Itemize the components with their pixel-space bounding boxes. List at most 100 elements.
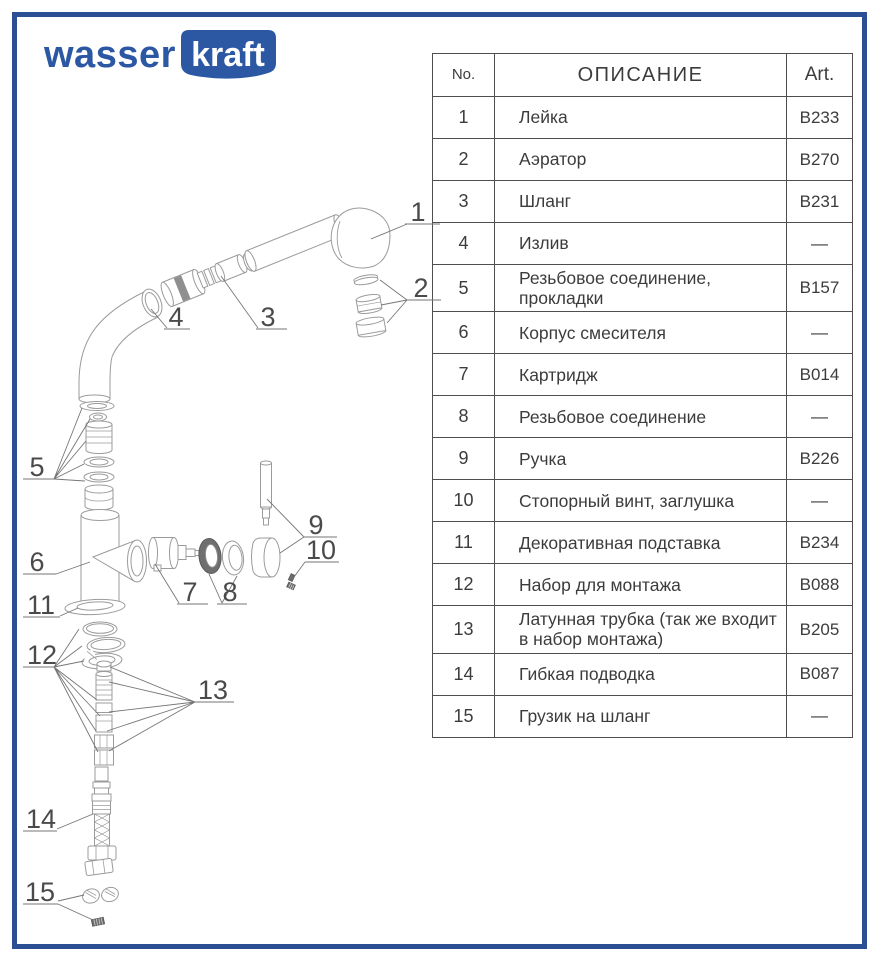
brass-tube-drawing: [94, 660, 114, 766]
logo-kraft-tile: kraft: [180, 30, 276, 79]
cell-no: 9: [432, 437, 495, 481]
logo-text-wasser: wasser: [44, 34, 176, 76]
handle-drawing: [251, 460, 281, 578]
callout-label-12: 12: [27, 640, 57, 670]
cell-no: 3: [432, 180, 495, 223]
cell-description: Излив: [494, 222, 787, 265]
cell-no: 8: [432, 395, 495, 439]
cell-description: Резьбовое соединение, прокладки: [494, 263, 787, 313]
cell-description: Картридж: [494, 353, 787, 397]
leader-lines: [23, 223, 441, 921]
cell-description: Ручка: [494, 437, 787, 481]
callout-label-8: 8: [222, 577, 237, 607]
cell-art: B205: [786, 605, 853, 654]
cell-description: Стопорный винт, заглушка: [494, 479, 787, 523]
cell-no: 5: [432, 263, 495, 313]
cell-no: 1: [432, 96, 495, 139]
cell-art: —: [786, 694, 853, 738]
exploded-diagram: 1 2 3 4 5 6 7 8 9 10 11 12 13 14 15: [23, 197, 441, 927]
cell-art: B234: [786, 521, 853, 565]
cell-description: Латунная трубка (так же входит в набор м…: [494, 605, 787, 654]
callout-label-11: 11: [27, 590, 55, 620]
base-plate-drawing: [64, 598, 126, 616]
parts-table-header: No. ОПИСАНИЕ Art.: [432, 53, 853, 97]
cell-description: Декоративная подставка: [494, 521, 787, 565]
header-art: Art.: [786, 53, 853, 97]
cell-no: 14: [432, 652, 495, 696]
header-no: No.: [432, 53, 495, 97]
cell-art: B087: [786, 652, 853, 696]
cell-art: B270: [786, 138, 853, 181]
aerator-drawing: [353, 274, 387, 338]
cell-art: B233: [786, 96, 853, 139]
cell-no: 7: [432, 353, 495, 397]
cell-description: Шланг: [494, 180, 787, 223]
cell-no: 4: [432, 222, 495, 265]
thread-ring-drawing: [198, 538, 245, 576]
stopper-screw-drawing: [286, 573, 296, 591]
callout-label-4: 4: [168, 302, 183, 332]
spray-head-drawing: [330, 207, 391, 269]
callout-label-1: 1: [410, 197, 425, 227]
callout-label-10: 10: [306, 535, 336, 565]
cell-no: 13: [432, 605, 495, 654]
cell-art: B088: [786, 563, 853, 607]
gasket-stack-drawing: [79, 401, 115, 511]
cell-art: B231: [786, 180, 853, 223]
cell-no: 11: [432, 521, 495, 565]
callout-label-3: 3: [260, 302, 275, 332]
callout-label-15: 15: [25, 877, 55, 907]
cell-art: —: [786, 311, 853, 355]
hose-weight-drawing: [82, 886, 119, 927]
callout-label-2: 2: [413, 273, 428, 303]
spout-drawing: [78, 288, 163, 404]
callout-label-9: 9: [308, 510, 323, 540]
callout-label-13: 13: [198, 675, 228, 705]
callout-label-7: 7: [182, 577, 197, 607]
cell-description: Набор для монтажа: [494, 563, 787, 607]
cell-description: Гибкая подводка: [494, 652, 787, 696]
parts-lineart: [64, 207, 391, 927]
cell-description: Резьбовое соединение: [494, 395, 787, 439]
callout-labels: 1 2 3 4 5 6 7 8 9 10 11 12 13 14 15: [25, 197, 429, 907]
cell-art: B014: [786, 353, 853, 397]
cell-art: B226: [786, 437, 853, 481]
cell-description: Аэратор: [494, 138, 787, 181]
cell-art: —: [786, 395, 853, 439]
callout-label-14: 14: [26, 804, 56, 834]
brand-logo: wasser kraft: [44, 27, 278, 83]
cell-no: 10: [432, 479, 495, 523]
logo-tile-shape: [180, 30, 276, 79]
callout-label-6: 6: [29, 547, 44, 577]
header-description: ОПИСАНИЕ: [494, 53, 787, 97]
cell-art: —: [786, 479, 853, 523]
cell-description: Грузик на шланг: [494, 694, 787, 738]
cell-no: 12: [432, 563, 495, 607]
cell-art: —: [786, 222, 853, 265]
flexible-hose-drawing: [84, 766, 117, 877]
cell-description: Корпус смесителя: [494, 311, 787, 355]
mixer-body-drawing: [80, 509, 147, 607]
cell-art: B157: [786, 263, 853, 313]
logo-text-kraft: kraft: [191, 36, 265, 74]
hose-drawing: [160, 214, 346, 308]
callout-label-5: 5: [29, 452, 44, 482]
